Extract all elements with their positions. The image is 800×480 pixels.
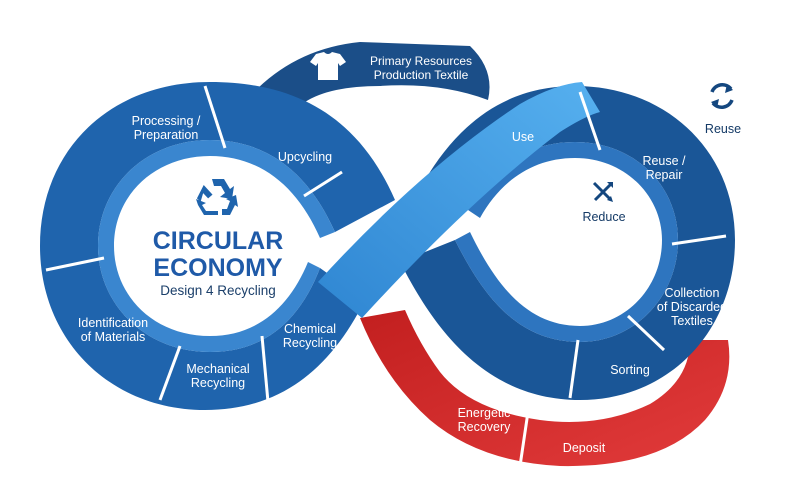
red-band-divider bbox=[518, 411, 530, 467]
red-recovery-band bbox=[360, 310, 730, 467]
reuse-arrows-icon bbox=[710, 83, 734, 109]
label-reuse: Reuse bbox=[704, 122, 742, 136]
center-subtitle: Design 4 Recycling bbox=[160, 283, 276, 298]
tshirt-icon bbox=[310, 52, 346, 80]
label-collection-of-discarded-textiles: Collection of Discarded Textiles bbox=[656, 286, 728, 328]
label-sorting: Sorting bbox=[610, 363, 650, 377]
label-deposit: Deposit bbox=[562, 441, 606, 455]
label-use: Use bbox=[511, 130, 535, 144]
label-reduce: Reduce bbox=[582, 210, 626, 224]
crossing-band bbox=[318, 82, 600, 318]
segment-dividers bbox=[45, 85, 727, 403]
left-loop-ring bbox=[40, 82, 395, 410]
label-processing-preparation: Processing / Preparation bbox=[131, 114, 201, 142]
center-title: CIRCULAR ECONOMY bbox=[152, 227, 284, 282]
top-banner-label: Primary Resources Production Textile bbox=[369, 54, 473, 82]
label-chemical-recycling: Chemical Recycling bbox=[282, 322, 338, 350]
label-upcycling: Upcycling bbox=[277, 150, 333, 164]
label-identification-of-materials: Identification of Materials bbox=[77, 316, 149, 344]
reduce-arrows-icon bbox=[592, 181, 614, 202]
label-reuse-repair: Reuse / Repair bbox=[642, 154, 686, 182]
label-mechanical-recycling: Mechanical Recycling bbox=[186, 362, 250, 390]
label-energetic-recovery: Energetic Recovery bbox=[457, 406, 511, 434]
recycle-icon bbox=[196, 179, 238, 215]
